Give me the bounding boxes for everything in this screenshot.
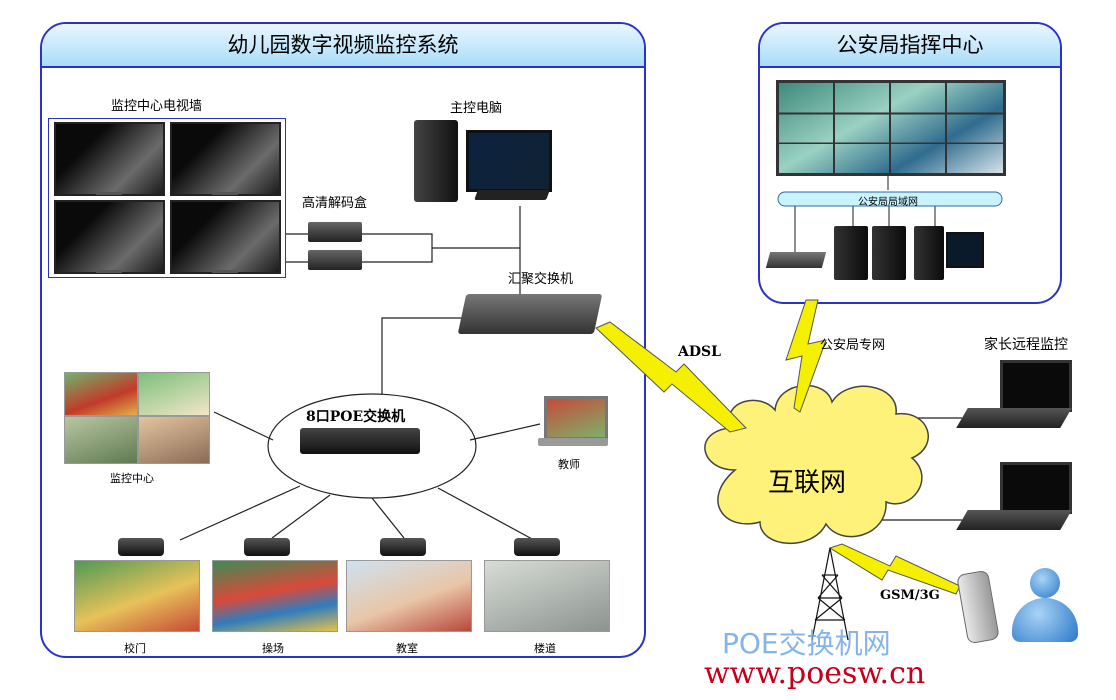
police-switch-icon [766,252,826,268]
agg-switch-icon [458,294,603,334]
camera-icon [380,538,426,556]
user-head [1030,568,1060,598]
pc-monitor-icon [466,130,552,192]
police-net-label: 公安局专网 [820,334,885,353]
decoder-box-icon [308,250,362,270]
gate-photo [74,560,200,632]
user-icon [1012,568,1078,646]
pc-tower-icon [414,120,458,202]
watermark-url: www.poesw.cn [704,656,925,691]
internet-label: 互联网 [768,462,846,499]
user-body [1012,598,1078,642]
teacher-label: 教师 [558,456,580,472]
decoder-box-icon [308,222,362,242]
teacher-laptop-base [538,438,608,446]
laptop-icon [1000,360,1072,412]
police-server-icon [872,226,906,280]
adsl-label: ADSL [678,344,721,360]
monitor-center-label: 监控中心 [110,470,154,486]
laptop-icon [1000,462,1072,514]
poe-switch-label: 8口POE交换机 [306,406,405,426]
monitor-center-photo [64,416,138,464]
classroom-photo [346,560,472,632]
camera-label: 校门 [124,640,146,656]
police-video-wall [776,80,1006,176]
agg-switch-label: 汇聚交换机 [508,268,573,287]
camera-label: 操场 [262,640,284,656]
camera-label: 教室 [396,640,418,656]
playground-photo [212,560,338,632]
laptop-base [956,510,1072,530]
police-lan-label: 公安局局域网 [858,193,918,208]
laptop-base [956,408,1072,428]
police-pc-monitor-icon [946,232,984,268]
monitor-center-photo [138,416,210,464]
parent-monitor-label: 家长远程监控 [984,334,1068,354]
tv-screen [54,200,165,274]
tv-wall-label: 监控中心电视墙 [111,95,202,114]
gsm-lightning-icon [830,544,960,594]
monitor-center-photo [64,372,138,416]
monitor-center-photo [138,372,210,416]
teacher-laptop-icon [544,396,608,440]
tv-screen [54,122,165,196]
camera-label: 楼道 [534,640,556,656]
tv-screen [170,122,281,196]
camera-icon [514,538,560,556]
poe-switch-icon [300,428,420,454]
camera-icon [244,538,290,556]
decoder-label: 高清解码盒 [302,192,367,211]
corridor-photo [484,560,610,632]
camera-icon [118,538,164,556]
pc-keyboard-icon [474,190,550,200]
main-pc-label: 主控电脑 [450,97,502,116]
gsm-label: GSM/3G [880,588,940,603]
police-server-icon [834,226,868,280]
adsl-lightning-icon [596,322,746,432]
police-pc-tower-icon [914,226,944,280]
tv-screen [170,200,281,274]
